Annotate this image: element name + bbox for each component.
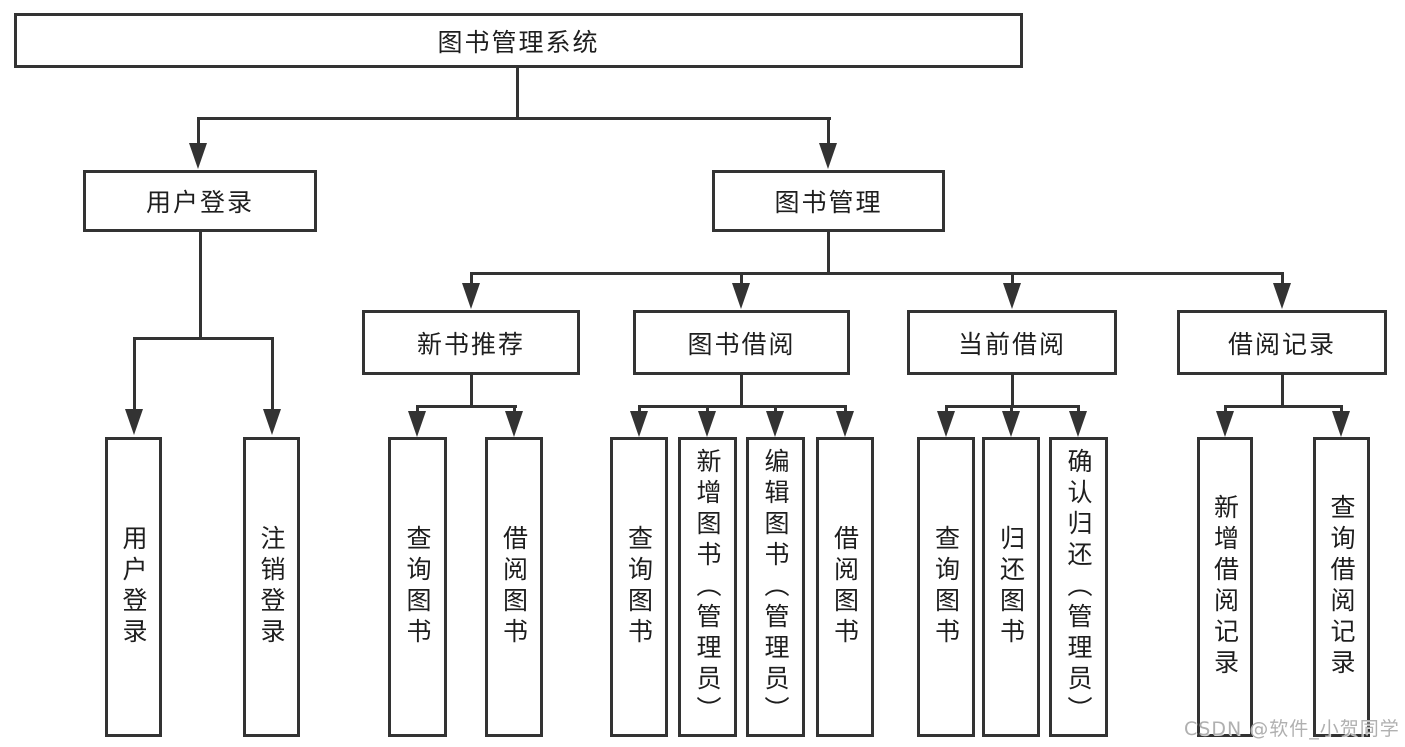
connector-line bbox=[133, 337, 274, 340]
node-user-login: 用户登录 bbox=[83, 170, 317, 232]
connector-line bbox=[197, 117, 831, 120]
node-book-management: 图书管理 bbox=[712, 170, 945, 232]
connector-line bbox=[470, 272, 1283, 275]
node-borrowing-records: 借阅记录 bbox=[1177, 310, 1387, 375]
connector-line bbox=[844, 405, 847, 415]
arrow-down-icon bbox=[125, 409, 143, 435]
node-book-borrowing-label: 图书借阅 bbox=[687, 329, 796, 359]
connector-line bbox=[638, 405, 641, 415]
connector-line bbox=[199, 232, 202, 340]
node-root-label: 图书管理系统 bbox=[437, 27, 600, 57]
leaf-add-books-admin-label: 新增图书（管理员） bbox=[693, 447, 722, 727]
arrow-down-icon bbox=[1002, 411, 1020, 437]
node-root: 图书管理系统 bbox=[14, 13, 1023, 68]
connector-line bbox=[740, 375, 743, 408]
arrow-down-icon bbox=[1216, 411, 1234, 437]
leaf-query-borrow-record: 查询借阅记录 bbox=[1313, 437, 1370, 737]
connector-line bbox=[470, 272, 473, 286]
node-user-login-label: 用户登录 bbox=[145, 188, 254, 217]
connector-line bbox=[827, 232, 830, 275]
leaf-return-books: 归还图书 bbox=[982, 437, 1040, 737]
leaf-query-books-current-label: 查询图书 bbox=[931, 525, 961, 649]
connector-line bbox=[133, 337, 136, 411]
arrow-down-icon bbox=[1273, 283, 1291, 309]
leaf-confirm-return-admin-label: 确认归还（管理员） bbox=[1064, 447, 1093, 727]
connector-line bbox=[706, 405, 709, 415]
leaf-edit-books-admin: 编辑图书（管理员） bbox=[746, 437, 805, 737]
connector-line bbox=[470, 375, 473, 408]
connector-line bbox=[516, 68, 519, 120]
leaf-borrow-books-recommend: 借阅图书 bbox=[485, 437, 543, 737]
leaf-borrow-books-borrowing-label: 借阅图书 bbox=[830, 525, 860, 649]
arrow-down-icon bbox=[836, 411, 854, 437]
connector-line bbox=[271, 337, 274, 411]
node-current-borrowing-label: 当前借阅 bbox=[957, 329, 1066, 359]
leaf-user-login-label: 用户登录 bbox=[119, 525, 148, 649]
node-new-book-recommend: 新书推荐 bbox=[362, 310, 580, 375]
connector-line bbox=[774, 405, 777, 415]
connector-line bbox=[1077, 405, 1080, 415]
arrow-down-icon bbox=[505, 411, 523, 437]
leaf-query-books-borrowing-label: 查询图书 bbox=[624, 525, 654, 649]
connector-line bbox=[416, 405, 419, 415]
connector-line bbox=[1224, 405, 1343, 408]
leaf-query-books-recommend-label: 查询图书 bbox=[403, 525, 432, 649]
arrow-down-icon bbox=[408, 411, 426, 437]
node-borrowing-records-label: 借阅记录 bbox=[1227, 329, 1336, 359]
leaf-add-borrow-record: 新增借阅记录 bbox=[1197, 437, 1253, 737]
connector-line bbox=[1224, 405, 1227, 415]
connector-line bbox=[416, 405, 517, 408]
csdn-watermark: CSDN @软件_小贺同学 bbox=[1184, 718, 1400, 740]
connector-line bbox=[197, 117, 200, 145]
arrow-down-icon bbox=[462, 283, 480, 309]
connector-line bbox=[513, 405, 516, 415]
arrow-down-icon bbox=[1332, 411, 1350, 437]
arrow-down-icon bbox=[263, 409, 281, 435]
leaf-add-borrow-record-label: 新增借阅记录 bbox=[1210, 494, 1240, 680]
arrow-down-icon bbox=[937, 411, 955, 437]
connector-line bbox=[945, 405, 948, 415]
leaf-query-books-borrowing: 查询图书 bbox=[610, 437, 668, 737]
arrow-down-icon bbox=[732, 283, 750, 309]
leaf-borrow-books-borrowing: 借阅图书 bbox=[816, 437, 874, 737]
connector-line bbox=[1281, 375, 1284, 408]
leaf-confirm-return-admin: 确认归还（管理员） bbox=[1049, 437, 1108, 737]
connector-line bbox=[1340, 405, 1343, 415]
connector-line bbox=[1010, 405, 1013, 415]
connector-line bbox=[1011, 272, 1014, 286]
connector-line bbox=[638, 405, 847, 408]
arrow-down-icon bbox=[630, 411, 648, 437]
connector-line bbox=[740, 272, 743, 286]
connector-line bbox=[1281, 272, 1284, 286]
arrow-down-icon bbox=[766, 411, 784, 437]
node-book-borrowing: 图书借阅 bbox=[633, 310, 850, 375]
arrow-down-icon bbox=[1003, 283, 1021, 309]
leaf-logout-label: 注销登录 bbox=[257, 525, 286, 649]
leaf-query-books-recommend: 查询图书 bbox=[388, 437, 447, 737]
leaf-borrow-books-recommend-label: 借阅图书 bbox=[499, 525, 529, 649]
arrow-down-icon bbox=[819, 143, 837, 169]
connector-line bbox=[1011, 375, 1014, 408]
node-book-management-label: 图书管理 bbox=[774, 188, 883, 217]
arrow-down-icon bbox=[189, 143, 207, 169]
leaf-add-books-admin: 新增图书（管理员） bbox=[678, 437, 737, 737]
arrow-down-icon bbox=[698, 411, 716, 437]
leaf-logout: 注销登录 bbox=[243, 437, 300, 737]
leaf-edit-books-admin-label: 编辑图书（管理员） bbox=[761, 447, 790, 727]
node-current-borrowing: 当前借阅 bbox=[907, 310, 1117, 375]
leaf-return-books-label: 归还图书 bbox=[996, 525, 1026, 649]
leaf-user-login: 用户登录 bbox=[105, 437, 162, 737]
leaf-query-books-current: 查询图书 bbox=[917, 437, 975, 737]
connector-line bbox=[827, 117, 830, 145]
node-new-book-recommend-label: 新书推荐 bbox=[416, 329, 525, 359]
arrow-down-icon bbox=[1069, 411, 1087, 437]
leaf-query-borrow-record-label: 查询借阅记录 bbox=[1327, 494, 1356, 680]
